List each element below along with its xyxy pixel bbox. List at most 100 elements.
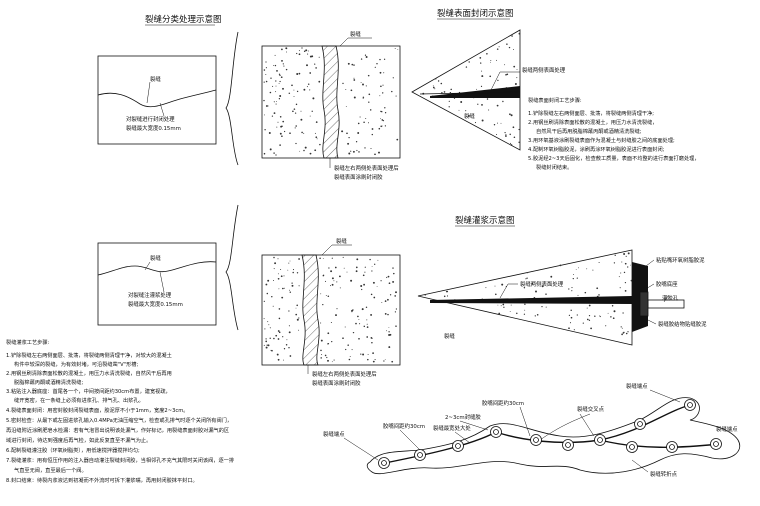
concrete-speck: [365, 306, 368, 309]
svg-text:7.裂缝灌浆：用有恒压作用的注入器自动灌注裂缝封闭胶，当相邻: 7.裂缝灌浆：用有恒压作用的注入器自动灌注裂缝封闭胶，当相邻孔不充气其限时关闭该…: [6, 456, 234, 464]
concrete-speck: [265, 338, 267, 340]
seal-note2: 裂缝表面涂刷封闭胶: [334, 173, 383, 181]
concrete-speck: [586, 268, 588, 270]
concrete-speck: [614, 254, 616, 256]
concrete-speck: [355, 322, 357, 325]
concrete-speck: [278, 73, 281, 75]
crack-label: 裂缝: [150, 75, 161, 83]
concrete-speck: [282, 63, 284, 65]
concrete-speck: [435, 78, 437, 80]
concrete-speck: [288, 310, 290, 312]
concrete-speck: [465, 66, 468, 68]
crack-line-bottom: [97, 261, 217, 276]
concrete-speck: [513, 136, 516, 139]
concrete-speck: [388, 346, 391, 349]
concrete-speck: [278, 317, 281, 320]
concrete-speck: [263, 152, 266, 155]
concrete-speck: [534, 315, 536, 317]
concrete-speck: [285, 47, 288, 50]
concrete-speck: [367, 122, 370, 124]
concrete-speck: [289, 291, 292, 293]
concrete-speck: [474, 122, 477, 124]
concrete-speck: [392, 280, 395, 283]
concrete-speck: [501, 283, 504, 286]
concrete-speck: [369, 258, 371, 261]
concrete-speck: [496, 59, 497, 61]
concrete-speck: [394, 311, 397, 313]
concrete-speck: [367, 358, 369, 361]
concrete-speck: [624, 290, 627, 292]
concrete-speck: [291, 282, 293, 284]
concrete-speck: [327, 359, 329, 362]
concrete-speck: [343, 267, 345, 269]
seal-detail-label: 裂缝两侧表面处理: [522, 66, 566, 74]
concrete-speck: [311, 110, 313, 112]
concrete-speck: [309, 152, 312, 155]
concrete-speck: [274, 262, 277, 265]
concrete-speck: [392, 77, 394, 79]
concrete-speck: [355, 141, 358, 143]
concrete-speck: [288, 325, 290, 327]
grout-detail-crack: 裂缝: [444, 332, 455, 340]
concrete-speck: [283, 348, 286, 350]
concrete-speck: [624, 262, 627, 265]
concrete-speck: [488, 109, 490, 111]
concrete-speck: [630, 279, 633, 282]
grout-nozzle: [634, 418, 646, 430]
concrete-speck: [348, 358, 351, 361]
concrete-speck: [265, 105, 268, 107]
concrete-speck: [347, 142, 350, 145]
concrete-speck: [448, 100, 450, 102]
concrete-speck: [280, 268, 282, 271]
concrete-speck: [345, 348, 347, 351]
grout-nozzle-core: [417, 452, 423, 458]
concrete-speck: [291, 284, 294, 287]
concrete-speck: [335, 314, 337, 317]
concrete-speck: [510, 304, 512, 306]
concrete-speck: [293, 89, 295, 91]
concrete-speck: [279, 116, 282, 118]
concrete-speck: [523, 286, 526, 289]
concrete-speck: [493, 124, 496, 126]
concrete-speck: [516, 77, 518, 79]
concrete-speck: [374, 263, 376, 265]
max-width: 裂缝最宽处大处: [433, 424, 471, 432]
concrete-speck: [571, 290, 573, 292]
concrete-speck: [273, 152, 275, 154]
legend-item4: 裂缝胶结物贴缝胶泥: [658, 320, 707, 328]
concrete-speck: [286, 339, 288, 341]
concrete-speck: [448, 106, 450, 108]
concrete-speck: [351, 63, 354, 66]
concrete-speck: [582, 322, 584, 324]
concrete-speck: [295, 313, 298, 316]
svg-text:裂缝表面封闭工艺步骤:: 裂缝表面封闭工艺步骤:: [528, 96, 582, 104]
svg-text:脱脂棉蘸丙酮或酒精清洗裂缝;: 脱脂棉蘸丙酮或酒精清洗裂缝;: [14, 378, 83, 386]
concrete-speck: [282, 120, 285, 123]
concrete-speck: [541, 285, 544, 288]
concrete-speck: [309, 115, 311, 117]
concrete-speck: [363, 121, 365, 123]
concrete-speck: [496, 48, 499, 50]
concrete-speck: [481, 104, 483, 106]
seal-crack-label: 裂缝: [350, 30, 361, 38]
concrete-speck: [296, 52, 298, 55]
concrete-speck: [307, 53, 309, 55]
concrete-speck: [283, 65, 285, 67]
concrete-speck: [263, 300, 265, 302]
concrete-speck: [371, 133, 373, 136]
concrete-speck: [263, 344, 265, 346]
concrete-speck: [505, 134, 507, 136]
concrete-speck: [286, 51, 288, 53]
grout-nozzle-core: [565, 442, 571, 448]
concrete-speck: [512, 126, 515, 129]
concrete-speck: [366, 326, 369, 328]
concrete-speck: [374, 359, 376, 361]
concrete-speck: [347, 344, 349, 346]
concrete-speck: [395, 325, 397, 327]
concrete-speck: [588, 319, 591, 321]
concrete-speck: [374, 66, 376, 68]
legend-item1: 粘贴嘴环氧树脂胶泥: [656, 256, 705, 264]
concrete-speck: [391, 360, 394, 363]
concrete-speck: [600, 316, 601, 318]
concrete-speck: [350, 279, 353, 282]
